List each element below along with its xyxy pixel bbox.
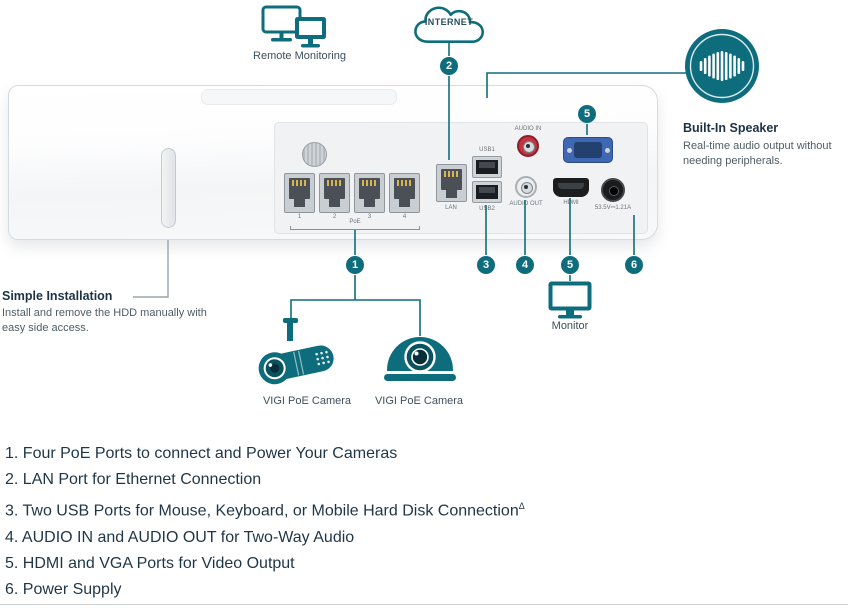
bullet-camera-label: VIGI PoE Camera — [262, 395, 352, 407]
poe-label: PoE — [349, 219, 361, 225]
badge-6: 6 — [625, 256, 643, 274]
audio-in-port — [517, 135, 539, 157]
poe-port-number: 3 — [367, 214, 372, 220]
lan-port — [436, 164, 467, 202]
audio-out-label: AUDIO OUT — [509, 201, 543, 207]
usb-port-2 — [472, 181, 502, 203]
feature-list: 1. Four PoE Ports to connect and Power Y… — [5, 441, 525, 604]
badge-5: 5 — [561, 256, 579, 274]
bullet-camera-icon — [256, 316, 352, 395]
ground-screw — [302, 142, 327, 167]
nvr-device: 1 2 3 4 PoE LAN USB1 USB2 AUDIO IN AUDIO… — [8, 85, 658, 240]
list-item-3: 3. Two USB Ports for Mouse, Keyboard, or… — [5, 501, 525, 520]
installation-title: Simple Installation — [2, 289, 113, 303]
remote-monitoring-label: Remote Monitoring — [253, 50, 346, 62]
monitor-icon — [547, 280, 593, 325]
footnote-marker: Δ — [518, 501, 525, 512]
poe-port-number: 1 — [297, 214, 302, 220]
badge-4: 4 — [516, 256, 534, 274]
badge-5-top: 5 — [578, 105, 596, 123]
speaker-description: Real-time audio output without needing p… — [683, 140, 832, 167]
hdd-side-slot — [161, 148, 176, 228]
internet-label: INTERNET — [424, 17, 474, 27]
internet-cloud-icon: INTERNET — [410, 4, 488, 44]
hdmi-label: HDMI — [563, 200, 579, 206]
poe-bracket — [290, 226, 420, 230]
poe-port-number: 2 — [332, 214, 337, 220]
usb1-label: USB1 — [479, 147, 495, 153]
remote-monitoring-icon — [260, 4, 332, 55]
dome-camera-icon — [383, 324, 457, 393]
list-item-4: 4. AUDIO IN and AUDIO OUT for Two-Way Au… — [5, 528, 355, 546]
badge-3: 3 — [477, 256, 495, 274]
hdmi-port — [553, 178, 589, 197]
vga-port — [563, 137, 613, 163]
installation-description: Install and remove the HDD manually with… — [2, 307, 207, 334]
list-item-1: 1. Four PoE Ports to connect and Power Y… — [5, 445, 398, 462]
badge-2: 2 — [440, 57, 458, 75]
poe-port-1 — [284, 173, 315, 213]
badge-1: 1 — [346, 256, 364, 274]
usb-port-1 — [472, 156, 502, 178]
usb2-label: USB2 — [479, 206, 495, 212]
audio-in-label: AUDIO IN — [514, 126, 542, 132]
poe-port-2 — [319, 173, 350, 213]
power-port — [601, 178, 625, 202]
list-item-5: 5. HDMI and VGA Ports for Video Output — [5, 555, 295, 573]
bottom-divider — [0, 604, 848, 605]
lan-label: LAN — [445, 205, 457, 211]
list-item-2: 2. LAN Port for Ethernet Connection — [5, 471, 262, 489]
speaker-icon — [684, 28, 760, 109]
audio-out-port — [515, 176, 537, 198]
poe-port-number: 4 — [402, 214, 407, 220]
poe-port-3 — [354, 173, 385, 213]
power-rating-label: 53.5V⎓1.21A — [594, 205, 632, 211]
speaker-title: Built-In Speaker — [683, 121, 779, 135]
top-recess-plate — [201, 89, 397, 105]
poe-port-4 — [389, 173, 420, 213]
list-item-6: 6. Power Supply — [5, 581, 122, 599]
monitor-label: Monitor — [551, 320, 589, 332]
dome-camera-label: VIGI PoE Camera — [374, 395, 464, 407]
